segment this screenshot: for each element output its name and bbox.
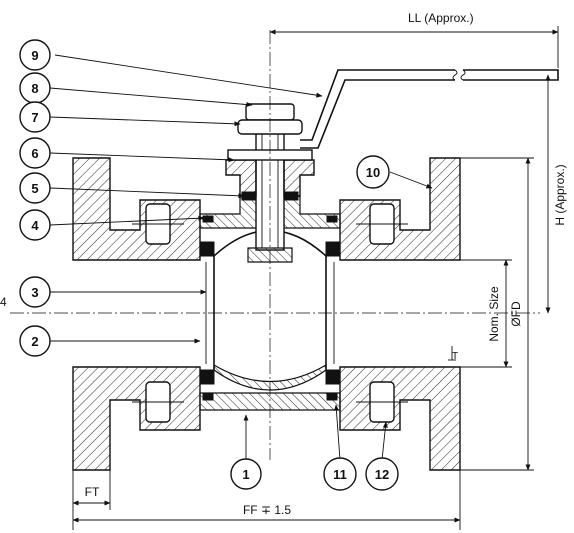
balloon-1: 1 bbox=[230, 458, 262, 490]
balloon-2: 2 bbox=[19, 325, 51, 357]
svg-text:8: 8 bbox=[31, 81, 38, 96]
svg-text:3: 3 bbox=[31, 285, 38, 300]
left-flange bbox=[72, 157, 201, 471]
fd-label: ØFD bbox=[509, 301, 523, 327]
svg-text:5: 5 bbox=[31, 181, 38, 196]
balloon-10: 10 bbox=[356, 155, 390, 189]
dimension-lines bbox=[72, 26, 559, 530]
balloon-3: 3 bbox=[19, 276, 51, 308]
svg-text:11: 11 bbox=[333, 467, 347, 482]
svg-text:9: 9 bbox=[31, 48, 38, 63]
svg-text:2: 2 bbox=[31, 334, 38, 349]
balloon-8: 8 bbox=[19, 72, 51, 104]
svg-text:1: 1 bbox=[242, 467, 249, 482]
balloon-11: 11 bbox=[323, 457, 357, 491]
balloon-5: 5 bbox=[19, 172, 51, 204]
svg-text:6: 6 bbox=[31, 146, 38, 161]
svg-text:10: 10 bbox=[366, 165, 380, 180]
handle-lever bbox=[300, 69, 559, 149]
t-label: T bbox=[452, 351, 458, 362]
right-flange bbox=[339, 157, 461, 471]
balloon-12: 12 bbox=[365, 457, 399, 491]
balloon-4: 4 bbox=[19, 209, 51, 241]
ll-label: LL (Approx.) bbox=[408, 11, 474, 25]
leader-lines bbox=[49, 54, 433, 461]
bolts bbox=[132, 203, 408, 423]
balloon-7: 7 bbox=[19, 101, 51, 133]
seats bbox=[199, 215, 341, 401]
balloon-6: 6 bbox=[19, 137, 51, 169]
svg-text:4: 4 bbox=[31, 218, 39, 233]
h-label: H (Approx.) bbox=[553, 164, 567, 225]
nom-size-label: Nom. Size bbox=[487, 286, 501, 342]
ft-label: FT bbox=[85, 485, 100, 499]
bore bbox=[10, 30, 540, 460]
balloon-9: 9 bbox=[19, 39, 51, 71]
ff-label: FF ∓ 1.5 bbox=[243, 503, 291, 517]
svg-text:12: 12 bbox=[375, 467, 389, 482]
side-mark: 4 bbox=[0, 295, 7, 309]
svg-text:7: 7 bbox=[31, 110, 38, 125]
